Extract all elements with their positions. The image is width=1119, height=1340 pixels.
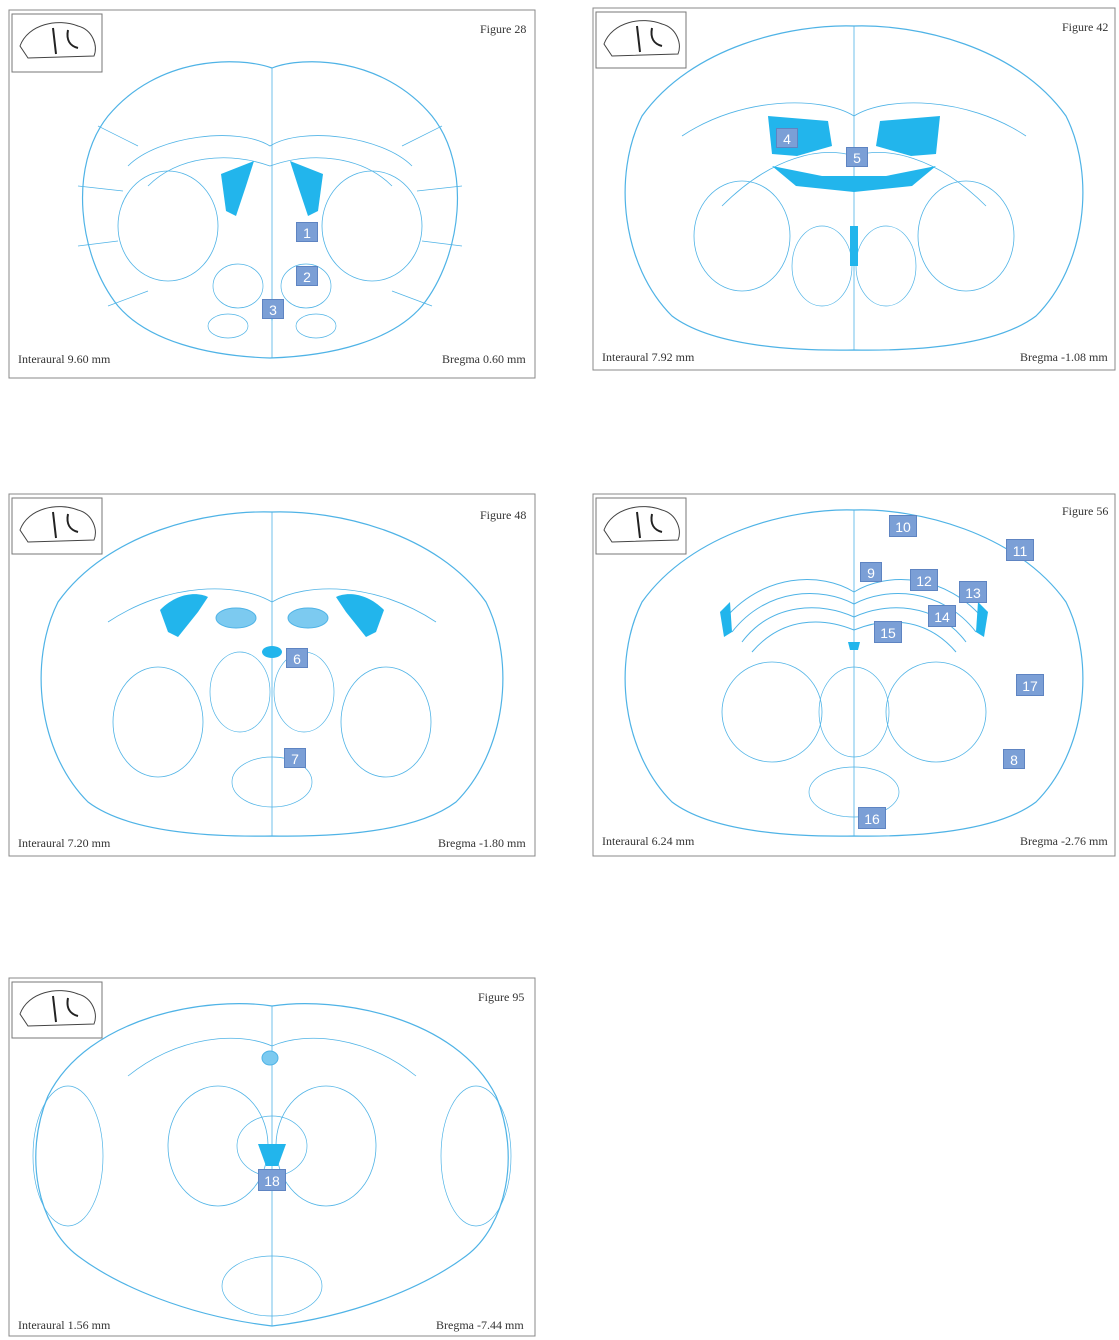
figure-title: Figure 95 [478,990,525,1004]
region-marker: 18 [258,1169,286,1191]
region-marker: 12 [910,569,938,591]
bregma-label: Bregma -1.08 mm [1020,350,1108,364]
atlas-panel-figure-56: Figure 56 Interaural 6.24 mm Bregma -2.7… [592,492,1116,860]
region-marker: 7 [284,748,306,768]
bregma-label: Bregma -1.80 mm [438,836,526,850]
figure-title: Figure 28 [480,22,527,36]
interaural-label: Interaural 7.92 mm [602,350,695,364]
figure-title: Figure 42 [1062,20,1109,34]
region-marker: 16 [858,807,886,829]
region-marker: 3 [262,299,284,319]
bregma-label: Bregma 0.60 mm [442,352,526,366]
region-marker: 1 [296,222,318,242]
region-marker: 11 [1006,539,1034,561]
region-marker: 9 [860,562,882,582]
coronal-section-figure-48 [8,493,536,857]
interaural-label: Interaural 6.24 mm [602,834,695,848]
figure-title: Figure 48 [480,508,527,522]
region-marker: 13 [959,581,987,603]
region-marker: 15 [874,621,902,643]
region-marker: 10 [889,515,917,537]
coronal-section-figure-42 [592,7,1116,371]
atlas-panel-figure-95: Figure 95 Interaural 1.56 mm Bregma -7.4… [8,976,536,1338]
region-marker: 6 [286,648,308,668]
region-marker: 5 [846,147,868,167]
coronal-section-figure-95 [8,977,536,1337]
atlas-panel-figure-28: Figure 28 Interaural 9.60 mm Bregma 0.60… [8,6,536,382]
coronal-section-figure-56 [592,493,1116,857]
bregma-label: Bregma -7.44 mm [436,1318,524,1332]
atlas-panel-figure-42: Figure 42 Interaural 7.92 mm Bregma -1.0… [592,6,1116,374]
region-marker: 8 [1003,749,1025,769]
region-marker: 2 [296,266,318,286]
atlas-panel-figure-48: Figure 48 Interaural 7.20 mm Bregma -1.8… [8,492,536,860]
region-marker: 17 [1016,674,1044,696]
interaural-label: Interaural 7.20 mm [18,836,111,850]
interaural-label: Interaural 9.60 mm [18,352,111,366]
region-marker: 14 [928,605,956,627]
interaural-label: Interaural 1.56 mm [18,1318,111,1332]
region-marker: 4 [776,128,798,148]
figure-title: Figure 56 [1062,504,1109,518]
coronal-section-figure-28 [8,9,536,379]
bregma-label: Bregma -2.76 mm [1020,834,1108,848]
